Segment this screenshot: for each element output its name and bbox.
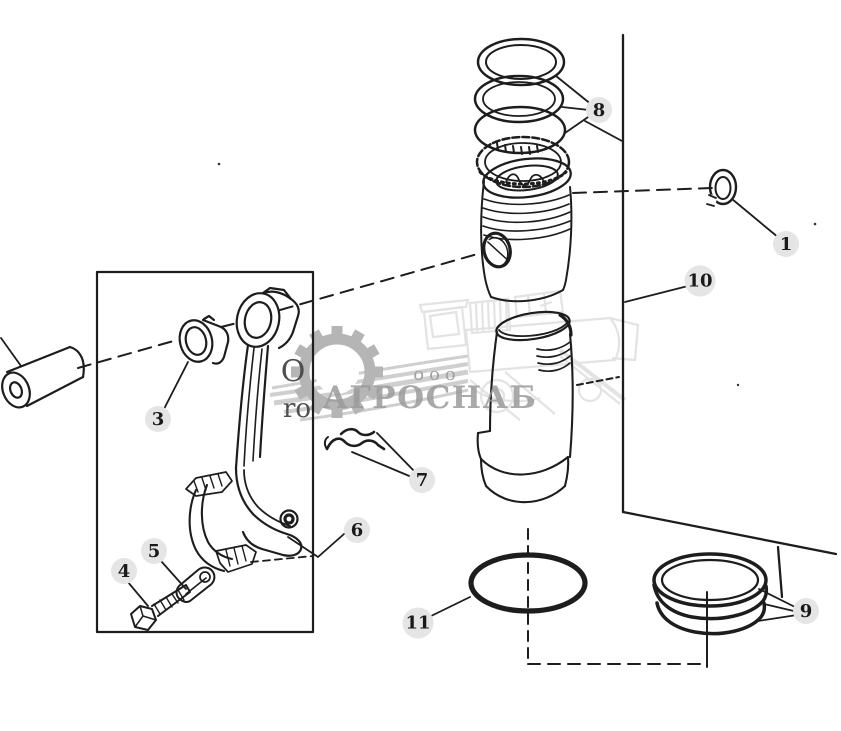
piston (480, 157, 573, 303)
scan-specks (217, 162, 817, 387)
connecting-rod (234, 286, 303, 557)
retainer-clips (323, 427, 386, 451)
part-label-8: 8 (586, 97, 612, 123)
watermark-fragment-top: О (281, 354, 306, 389)
part-label-3: 3 (145, 406, 171, 432)
watermark-gear-icon (291, 326, 383, 418)
part-label-6: 6 (344, 517, 370, 543)
assembly-dashed-lines (527, 376, 704, 665)
liner-seal-rings (652, 552, 769, 668)
rod-bolt (130, 584, 191, 631)
watermark-prefix: ооо (413, 364, 461, 385)
piston-pin (1, 345, 85, 409)
part-label-11: 11 (402, 607, 434, 639)
snap-ring (705, 168, 738, 207)
parts-box (95, 270, 315, 634)
part-label-9: 9 (793, 598, 819, 624)
piston-pin-bore (482, 231, 512, 269)
part-label-7: 7 (409, 467, 435, 493)
centerline-dashed (77, 187, 713, 369)
cylinder-liner (476, 310, 574, 504)
watermark-fragment-bottom: ro (283, 394, 311, 424)
pin-bushing (178, 314, 230, 365)
bearing-pin-piece (175, 566, 216, 604)
part-label-1: 1 (773, 231, 799, 257)
leader-lines (0, 75, 800, 622)
part-label-4: 4 (111, 558, 137, 584)
piston-rings (473, 37, 571, 189)
part-label-10: 10 (684, 265, 716, 297)
part-label-5: 5 (141, 538, 167, 564)
bearing-shell (185, 471, 257, 573)
watermark-company-name: АГРОСНАБ (323, 380, 538, 416)
block-panel-outline (621, 33, 838, 599)
